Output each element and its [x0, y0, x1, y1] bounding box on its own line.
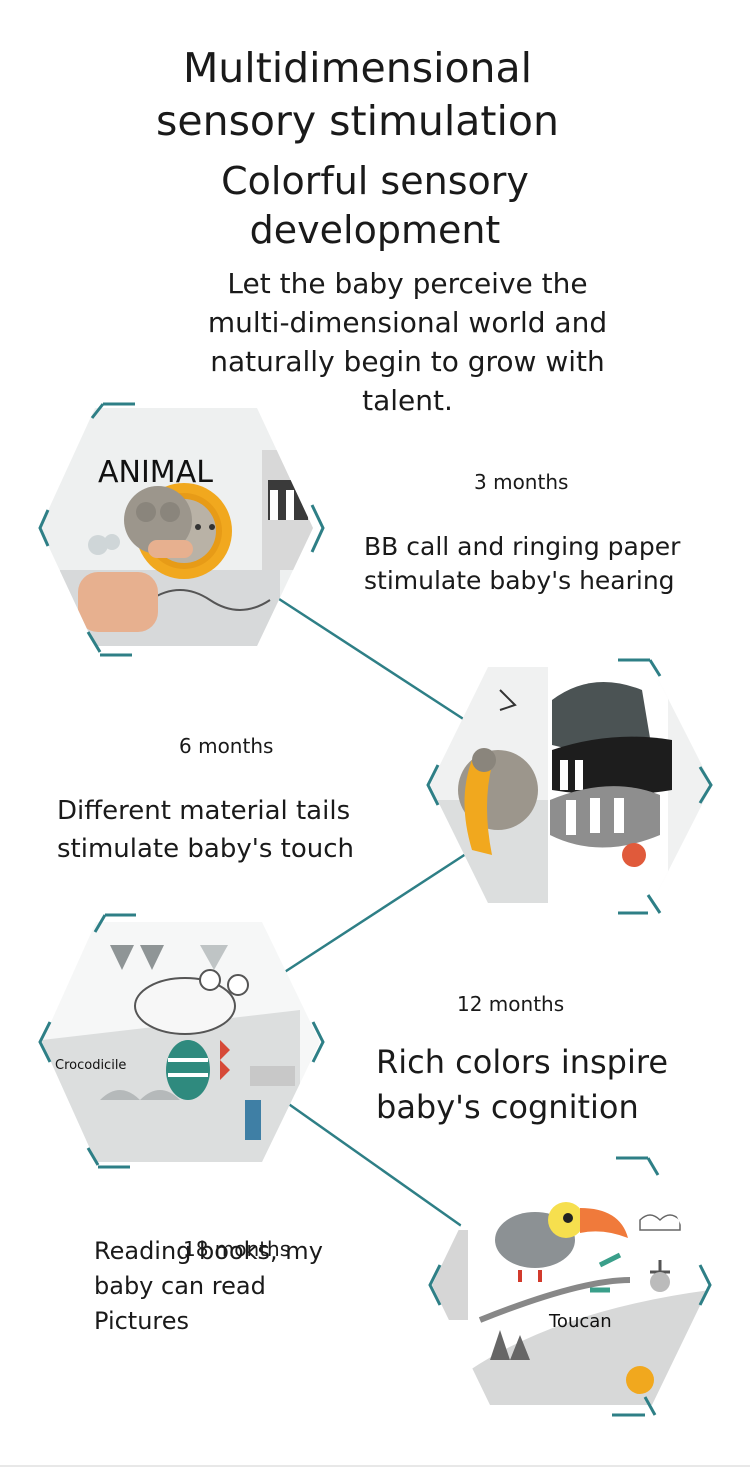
connector-2	[279, 848, 473, 977]
connector-3	[282, 1098, 471, 1234]
stage-1-description: BB call and ringing paper stimulate baby…	[364, 530, 680, 598]
stage-1-image-label: ANIMAL	[98, 455, 213, 490]
headline-line-2: sensory stimulation	[156, 97, 559, 145]
stage-4-age: 18 months	[183, 1237, 291, 1261]
stage-4-image	[428, 1156, 712, 1417]
stage-3-image	[38, 913, 325, 1169]
stage-4-line-1: Reading books, my	[94, 1237, 323, 1265]
headline-line-1: Multidimensional	[182, 44, 533, 92]
subheadline: Colorful sensory development	[0, 157, 750, 255]
subheadline-line-1: Colorful sensory	[221, 159, 529, 203]
stage-2-line-1: Different material tails	[57, 796, 351, 826]
stage-1-age: 3 months	[474, 470, 569, 494]
stage-3-description: Rich colors inspire baby's cognition	[376, 1040, 668, 1130]
stage-3-image-label: Crocodicile	[55, 1058, 127, 1073]
headline: Multidimensional sensory stimulation	[0, 42, 715, 148]
intro-line-4: talent.	[362, 384, 453, 417]
stage-3-line-2: baby's cognition	[376, 1088, 639, 1126]
intro-line-3: naturally begin to grow with	[210, 345, 605, 378]
stage-4-description: Reading books, my baby can read Pictures	[94, 1234, 323, 1339]
connector-lines	[275, 595, 473, 1234]
intro-line-2: multi-dimensional world and	[207, 306, 608, 339]
stage-4-image-label: Toucan	[549, 1311, 612, 1332]
stage-2-line-2: stimulate baby's touch	[57, 834, 355, 864]
stage-2-description: Different material tails stimulate baby'…	[57, 792, 354, 868]
intro-line-1: Let the baby perceive the	[227, 267, 588, 300]
stage-1-image	[38, 402, 325, 657]
stage-4-line-3: Pictures	[94, 1307, 190, 1335]
connector-1	[275, 595, 469, 724]
stage-1-line-1: BB call and ringing paper	[364, 532, 681, 561]
intro-text: Let the baby perceive the multi-dimensio…	[60, 264, 750, 420]
stage-1-line-2: stimulate baby's hearing	[364, 566, 675, 595]
stage-3-line-1: Rich colors inspire	[376, 1043, 668, 1081]
stage-2-age: 6 months	[179, 734, 274, 758]
stage-3-age: 12 months	[457, 992, 565, 1016]
stage-2-image	[426, 658, 713, 915]
stage-4-line-2: baby can read	[94, 1272, 266, 1300]
subheadline-line-2: development	[249, 208, 501, 252]
